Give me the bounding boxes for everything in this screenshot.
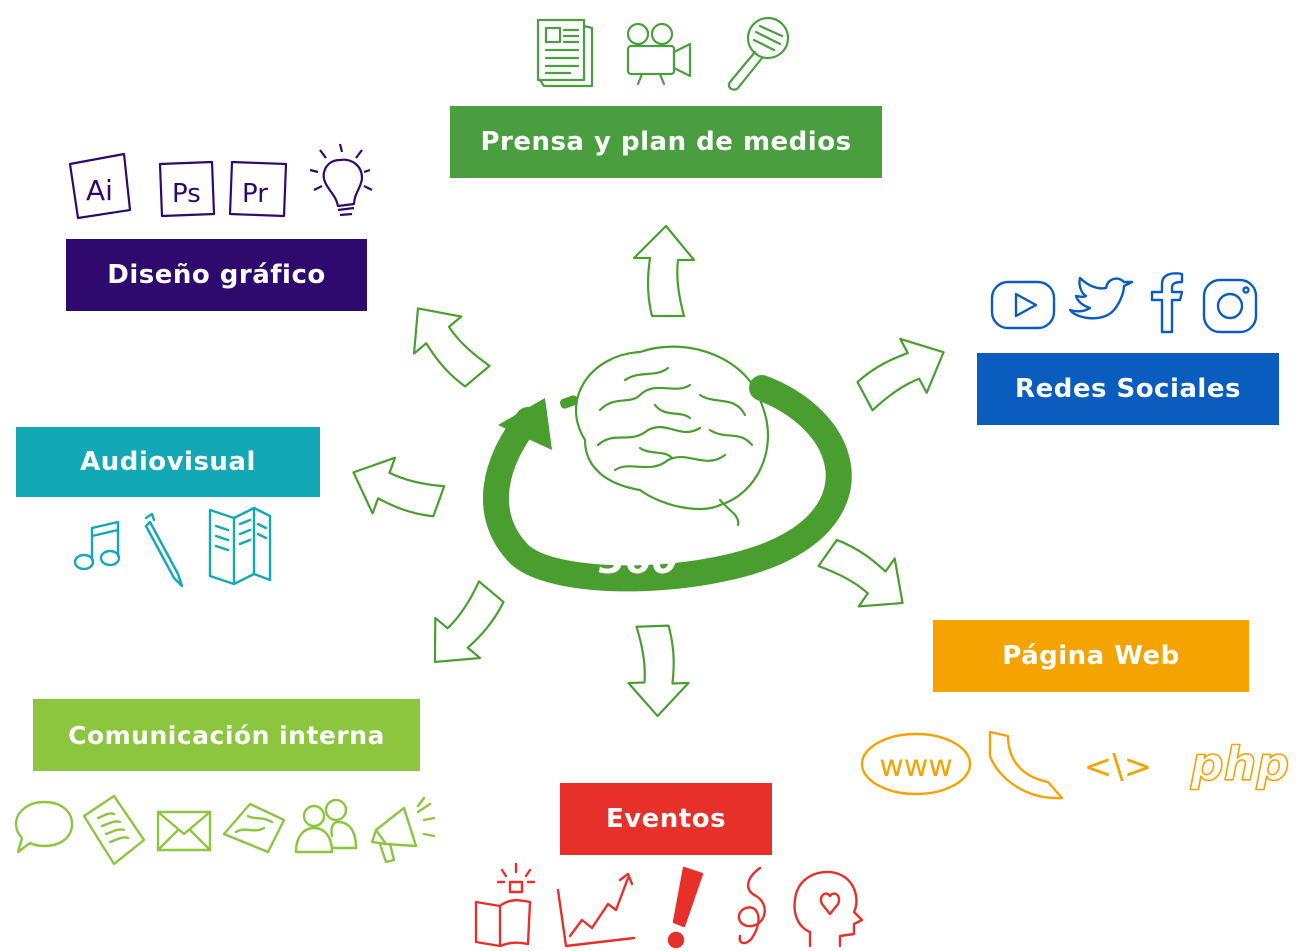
megaphone-icon (370, 796, 436, 864)
video-camera-icon (626, 22, 692, 86)
arrow-to-comun (412, 573, 519, 684)
category-diseno-label: Diseño gráfico (66, 239, 367, 311)
envelope-icon (156, 810, 212, 852)
document-icon (82, 794, 146, 866)
php-icon: php (1189, 736, 1290, 792)
arrow-to-pagina (811, 524, 922, 628)
redes-icons (990, 272, 1258, 334)
arrow-to-diseno (392, 289, 499, 400)
lightbulb-icon (309, 143, 373, 217)
premiere-icon: Pr (228, 160, 288, 218)
paper-icon (988, 730, 1064, 800)
brochure-icon (208, 506, 272, 586)
center-label: 360° (599, 538, 697, 582)
cycle-arrow (483, 375, 852, 592)
eventos-icons (474, 862, 864, 949)
svg-text:www: www (879, 749, 953, 784)
youtube-icon (990, 280, 1056, 330)
arrow-to-redes (847, 322, 958, 421)
code-icon: <\> (1084, 747, 1152, 787)
comun-icons (14, 794, 436, 866)
arrow-to-audio (341, 444, 449, 535)
book-idea-icon (474, 862, 536, 948)
arrow-to-prensa (632, 224, 696, 318)
chart-growth-icon (556, 872, 636, 948)
map-icon (222, 802, 286, 854)
category-pagina-label: Página Web (933, 620, 1249, 692)
newspaper-icon (536, 18, 594, 88)
diseno-icons: Ai Ps Pr (68, 143, 373, 220)
facebook-icon (1150, 272, 1184, 334)
svg-text:Pr: Pr (242, 179, 268, 209)
category-prensa-label: Prensa y plan de medios (450, 106, 882, 178)
category-comun-label: Comunicación interna (33, 699, 420, 771)
prensa-icons (536, 16, 790, 91)
illustrator-icon: Ai (68, 152, 132, 220)
svg-text:<\>: <\> (1084, 747, 1152, 787)
people-icon (294, 798, 358, 854)
category-eventos-label: Eventos (560, 783, 772, 855)
brain-icon (574, 345, 770, 527)
music-note-icon (73, 520, 121, 571)
www-icon: www (860, 732, 972, 796)
head-heart-icon (793, 870, 864, 948)
category-redes-label: Redes Sociales (977, 353, 1279, 425)
treble-clef-icon (737, 866, 766, 945)
svg-text:Ai: Ai (86, 174, 113, 207)
exclamation-icon (667, 866, 704, 949)
arrow-to-eventos (625, 623, 691, 719)
photoshop-icon: Ps (158, 160, 216, 218)
instagram-icon (1202, 278, 1258, 334)
svg-text:Ps: Ps (172, 179, 201, 209)
microphone-icon (727, 16, 790, 91)
svg-text:php: php (1190, 737, 1290, 791)
category-audio-label: Audiovisual (16, 427, 320, 497)
audio-icons (73, 506, 272, 588)
speech-bubble-icon (14, 800, 74, 854)
pagina-icons: www <\> php (860, 730, 1290, 800)
twitter-icon (1068, 276, 1134, 320)
pen-icon (144, 512, 184, 588)
